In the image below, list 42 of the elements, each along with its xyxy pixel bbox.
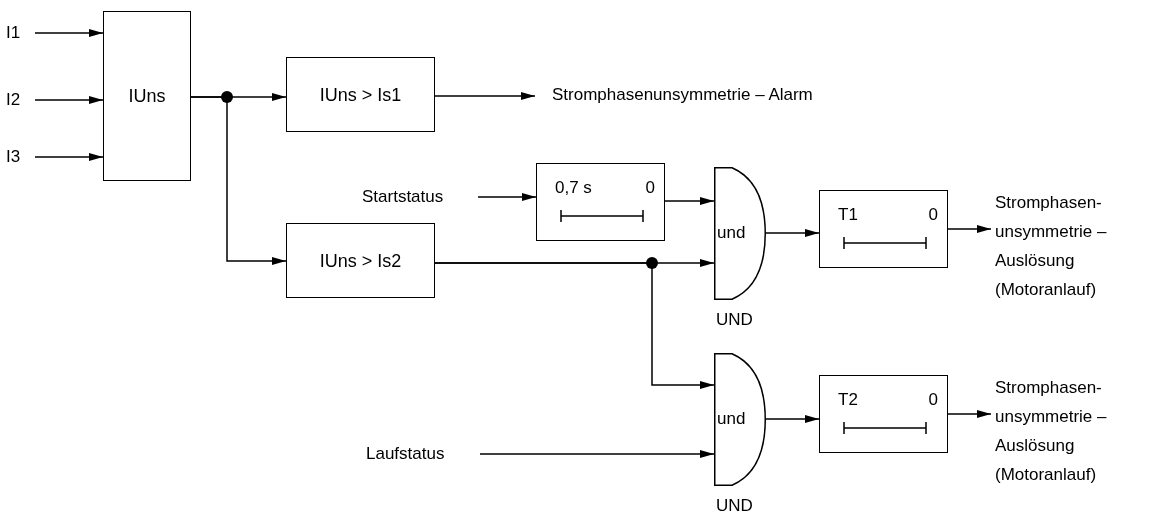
gate-caption: UND (716, 310, 753, 330)
connector-arrow (34, 96, 104, 104)
function-box (286, 57, 435, 132)
connector-arrow (434, 262, 715, 389)
gate-label: und (717, 223, 746, 243)
delay-label: T2 (838, 390, 858, 410)
delay-label: T1 (838, 205, 858, 225)
box-label: IUns > Is1 (319, 83, 402, 107)
delay-label: 0 (928, 205, 938, 225)
delay-label: 0 (645, 178, 655, 198)
function-box (286, 223, 435, 298)
box-label: IUns (128, 85, 166, 108)
output-label: Stromphasen- unsymmetrie – Auslösung (Motoranlauf) (995, 188, 1151, 306)
connector-arrow (434, 92, 536, 100)
and-gate (714, 167, 766, 300)
connector-arrow (477, 193, 537, 201)
connector-arrow (190, 96, 287, 265)
timer-box (819, 375, 948, 453)
connector-arrow (34, 29, 104, 37)
connector-arrow (765, 415, 820, 423)
output-label: Stromphasen- unsymmetrie – Auslösung (Motoranlauf) (995, 373, 1151, 491)
timer-box (536, 163, 665, 241)
signal-label: Startstatus (362, 186, 476, 208)
signal-label: I1 (6, 22, 30, 44)
connector-arrow (34, 153, 104, 161)
signal-label: I2 (6, 89, 30, 111)
connector-arrow (664, 197, 715, 205)
signal-label: Laufstatus (366, 443, 478, 465)
signal-label: Stromphasenunsymmetrie – Alarm (552, 84, 822, 108)
and-gate (714, 353, 766, 486)
connector-arrow (947, 410, 992, 418)
timer-box (819, 190, 948, 268)
connector-arrow (479, 450, 715, 458)
connector-arrow (765, 229, 820, 237)
gate-caption: UND (716, 496, 753, 512)
connector-arrow (947, 225, 992, 233)
delay-label: 0,7 s (555, 178, 592, 198)
box-label: IUns > Is2 (319, 249, 402, 273)
gate-label: und (717, 409, 746, 429)
function-box (103, 11, 191, 181)
delay-label: 0 (928, 390, 938, 410)
signal-label: I3 (6, 146, 30, 168)
